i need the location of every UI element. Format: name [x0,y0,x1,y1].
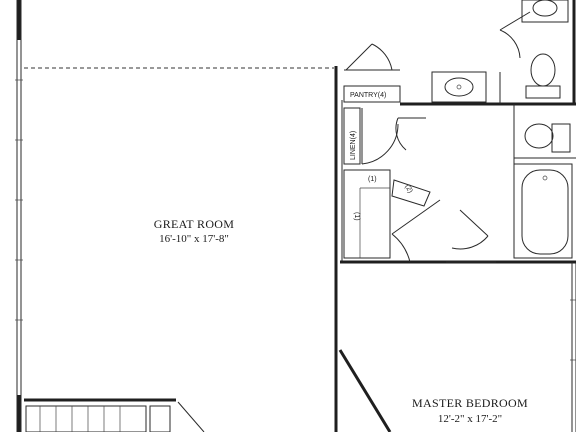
stair-door[interactable] [177,401,205,432]
closet-shelf-label-1b: (1) [353,212,360,221]
stair [24,398,205,432]
bath-door-left[interactable] [395,117,426,151]
toilet-tank [525,85,561,99]
wc-door[interactable] [499,11,531,59]
master-bedroom-name: MASTER BEDROOM [412,396,528,410]
bedroom-angled-wall [338,349,392,432]
great-room-dims: 16'-10" x 17'-8" [159,233,229,245]
sink-icon [444,77,474,97]
pantry: PANTRY(4) [343,43,401,103]
master-bath [400,0,576,259]
bath-double-doors [395,117,496,263]
vanity [431,71,487,103]
great-room-name: GREAT ROOM [154,217,234,231]
bidet-icon [524,123,554,149]
upper-vanity [521,0,569,23]
toilet-icon [530,53,556,87]
master-bedroom-dims: 12'-2" x 17'-2" [438,413,502,425]
closet-shelf-label-1: (1) [368,176,377,183]
right-exterior-wall [570,0,576,432]
pantry-door[interactable] [345,43,393,71]
linen-door[interactable] [361,108,399,165]
walk-in-closet: (1) (1) (2) [343,169,441,263]
bath-door-right[interactable] [451,209,489,250]
linen-closet: LINEN(4) [343,107,399,165]
left-exterior-wall [15,0,23,432]
linen-label: LINEN(4) [350,131,357,160]
pantry-label: PANTRY(4) [350,92,386,99]
closet-door[interactable] [391,199,441,263]
upper-sink-icon [532,0,558,17]
closet-shelf-label-2: (2) [403,184,413,195]
